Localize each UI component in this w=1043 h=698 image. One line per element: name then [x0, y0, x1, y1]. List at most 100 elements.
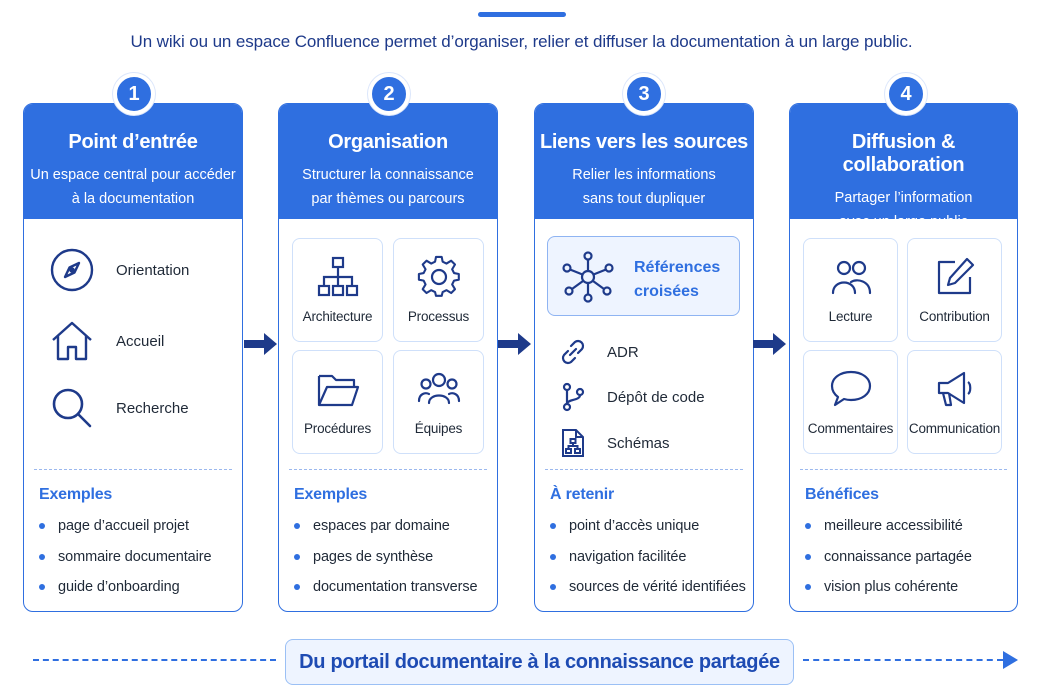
network-icon [562, 251, 614, 303]
bullet-item: page d’accueil projet [39, 514, 211, 545]
card-diffusion-collaboration: Diffusion & collaboration Partager l’inf… [789, 103, 1018, 612]
section-divider [545, 469, 743, 470]
step-badge-1: 1 [113, 73, 155, 115]
tile-label: Communication [908, 421, 1001, 436]
card-title: Diffusion & collaboration [842, 131, 965, 176]
highlight-line: Références [634, 259, 721, 276]
card-subtitle-line: Partager l’information [834, 190, 973, 206]
tile-lecture[interactable]: Lecture [803, 238, 898, 342]
bullet-item: point d’accès unique [550, 514, 746, 545]
bullet-list: page d’accueil projet sommaire documenta… [39, 514, 212, 606]
card-header: Liens vers les sources Relier les inform… [535, 104, 753, 219]
top-accent-bar [478, 12, 566, 17]
section-title: À retenir [550, 486, 614, 503]
folder-icon [317, 374, 359, 407]
card-subtitle-line: Relier les informations [572, 167, 716, 183]
card-subtitle-line: à la documentation [71, 191, 195, 207]
edit-icon [937, 257, 974, 295]
tile-architecture[interactable]: Architecture [292, 238, 383, 342]
card-subtitle-line: par thèmes ou parcours [311, 191, 465, 207]
bullet-item: pages de synthèse [294, 545, 477, 576]
arrow-right-icon [753, 333, 786, 355]
tile-commentaires[interactable]: Commentaires [803, 350, 898, 454]
bullet-item: vision plus cohérente [805, 575, 972, 606]
card-organisation: Organisation Structurer la connaissance … [278, 103, 498, 612]
tile-label: Procédures [303, 421, 372, 436]
tile-equipes[interactable]: Équipes [393, 350, 484, 454]
tile-contribution[interactable]: Contribution [907, 238, 1002, 342]
tile-processus[interactable]: Processus [393, 238, 484, 342]
tile-label: Commentaires [807, 421, 894, 436]
bullet-list: meilleure accessibilité connaissance par… [805, 514, 972, 606]
bullet-list: espaces par domaine pages de synthèse do… [294, 514, 478, 606]
step-badge-4: 4 [885, 73, 927, 115]
source-schemas[interactable]: Schémas [557, 427, 670, 459]
card-header: Diffusion & collaboration Partager l’inf… [790, 104, 1017, 230]
bullet-item: documentation transverse [294, 575, 478, 606]
card-subtitle-line: Un espace central pour accéder [30, 167, 236, 183]
arrow-right-icon [498, 333, 531, 355]
source-label: Dépôt de code [607, 388, 705, 406]
card-title: Organisation [328, 131, 448, 153]
card-subtitle: Structurer la connaissance par thèmes ou… [279, 163, 497, 211]
tile-procedures[interactable]: Procédures [292, 350, 383, 454]
section-divider [289, 469, 487, 470]
readers-icon [831, 260, 871, 295]
section-title: Exemples [39, 486, 113, 503]
step-badge-3: 3 [623, 73, 665, 115]
highlight-line: croisées [634, 283, 699, 300]
tile-label: Lecture [828, 309, 873, 324]
bullet-item: connaissance partagée [805, 545, 972, 576]
card-title: Point d’entrée [68, 131, 198, 153]
card-subtitle: Partager l’information avec un large pub… [790, 186, 1017, 234]
arrow-right-icon [244, 333, 277, 355]
card-subtitle-line: sans tout dupliquer [582, 191, 706, 207]
intro-text: Un wiki ou un espace Confluence permet d… [130, 32, 913, 51]
item-accueil[interactable]: Accueil [48, 317, 164, 365]
card-subtitle-line: Structurer la connaissance [302, 167, 474, 183]
card-subtitle: Un espace central pour accéder à la docu… [24, 163, 242, 211]
search-icon [52, 388, 92, 428]
tile-communication[interactable]: Communication [907, 350, 1002, 454]
section-divider [800, 469, 1007, 470]
gear-icon [417, 255, 460, 297]
hierarchy-icon [317, 256, 358, 297]
item-label: Accueil [116, 332, 165, 350]
tile-label: Équipes [414, 421, 463, 436]
tile-label: Contribution [919, 309, 990, 324]
arrowhead-icon [1003, 651, 1018, 669]
highlight-references-croisees[interactable]: Références croisées [547, 236, 740, 316]
card-subtitle: Relier les informations sans tout dupliq… [535, 163, 753, 211]
section-title: Exemples [294, 486, 368, 503]
source-depot-code[interactable]: Dépôt de code [557, 381, 705, 413]
card-liens-sources: Liens vers les sources Relier les inform… [534, 103, 754, 612]
bullet-item: sources de vérité identifiées [550, 575, 746, 606]
bullet-item: espaces par domaine [294, 514, 477, 545]
tile-label: Architecture [302, 309, 373, 324]
item-label: Orientation [116, 261, 190, 279]
dashed-line-right [803, 659, 1003, 661]
bullet-item: navigation facilitée [550, 545, 746, 576]
tile-label: Processus [407, 309, 470, 324]
dashed-line-left [33, 659, 276, 661]
source-adr[interactable]: ADR [557, 336, 639, 368]
card-subtitle-line: avec un large public [839, 214, 968, 230]
git-branch-icon [562, 382, 585, 412]
highlight-label: Références croisées [634, 256, 720, 304]
card-title: Liens vers les sources [540, 131, 748, 153]
card-point-entree: Point d’entrée Un espace central pour ac… [23, 103, 243, 612]
team-icon [417, 372, 460, 405]
bullet-item: meilleure accessibilité [805, 514, 972, 545]
item-recherche[interactable]: Recherche [48, 384, 189, 432]
megaphone-icon [937, 371, 971, 407]
item-orientation[interactable]: Orientation [48, 246, 189, 294]
card-header: Point d’entrée Un espace central pour ac… [24, 104, 242, 219]
bullet-list: point d’accès unique navigation facilité… [550, 514, 746, 606]
home-icon [52, 321, 92, 361]
link-icon [561, 339, 585, 365]
compass-icon [50, 248, 94, 292]
step-badge-2: 2 [368, 73, 410, 115]
bullet-item: sommaire documentaire [39, 545, 212, 576]
comment-icon [830, 370, 871, 407]
section-title: Bénéfices [805, 486, 879, 503]
